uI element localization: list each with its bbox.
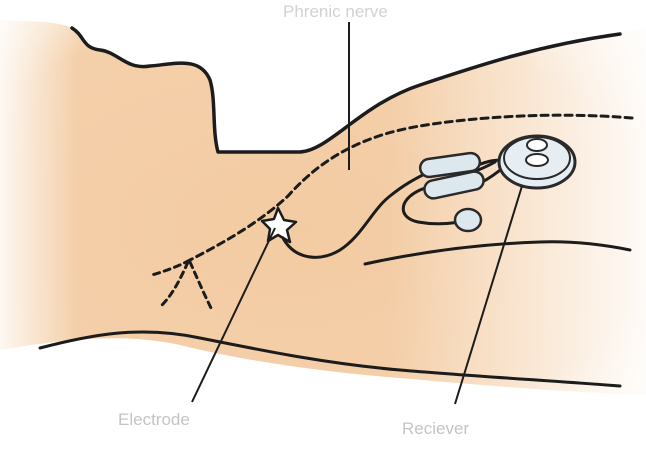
phrenic-nerve-label: Phrenic nerve bbox=[283, 3, 388, 20]
receiver-label: Reciever bbox=[402, 420, 469, 437]
small-disc bbox=[455, 209, 481, 231]
receiver-device bbox=[499, 136, 575, 188]
electrode-label: Electrode bbox=[118, 411, 190, 428]
